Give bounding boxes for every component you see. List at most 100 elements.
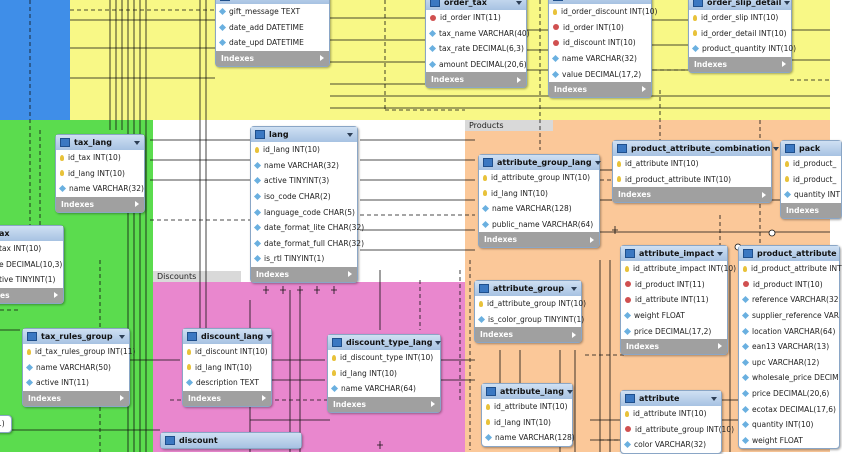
pack-table[interactable]: pack id_product_ id_product_ quantity IN… [780, 140, 842, 219]
chevron-down-icon[interactable] [711, 396, 717, 401]
indexes-section[interactable]: Indexes [183, 390, 271, 406]
chevron-down-icon[interactable] [784, 0, 791, 5]
attribute-impact-table[interactable]: attribute_impact id_attribute_impact INT… [620, 245, 736, 355]
column-label: id_tax INT(10) [68, 153, 121, 163]
attribute-table[interactable]: attribute id_attribute INT(10) id_attrib… [620, 390, 734, 454]
chevron-down-icon[interactable] [347, 132, 353, 137]
indexes-section[interactable]: es [0, 287, 63, 303]
table-header[interactable]: lang [251, 127, 357, 142]
table-header[interactable]: ax [0, 226, 63, 241]
table-header[interactable]: attribute_group_lang [479, 155, 601, 170]
indexes-section[interactable]: Indexes [781, 202, 841, 218]
indexes-section[interactable]: Indexes [23, 390, 129, 406]
partial-table[interactable]: 1) [0, 415, 12, 433]
indexes-section[interactable]: Indexes [549, 81, 651, 97]
chevron-down-icon[interactable] [773, 146, 780, 151]
table-column: id_attribute_impact INT(10) [621, 261, 736, 277]
indexes-section[interactable]: Indexes [475, 327, 581, 343]
indexes-label: Indexes [61, 199, 94, 209]
chevron-right-icon [262, 395, 266, 402]
attribute-group-lang-table[interactable]: attribute_group_lang id_attribute_group … [478, 154, 601, 249]
table-header[interactable]: product_attribute_combination [613, 141, 780, 156]
table-column: product_quantity INT(10) [689, 41, 796, 57]
chevron-down-icon[interactable] [594, 160, 601, 165]
column-diamond-icon [253, 239, 262, 247]
column-label: id_order INT(11) [440, 13, 501, 23]
table-header[interactable]: pack [781, 141, 841, 156]
table-header[interactable]: attribute [621, 391, 721, 406]
indexes-section[interactable]: Indexes [328, 396, 440, 412]
column-label: is_color_group TINYINT(1) [488, 314, 585, 324]
column-diamond-icon [691, 45, 700, 53]
indexes-section[interactable]: Indexes [479, 232, 599, 248]
chevron-right-icon [431, 401, 435, 408]
discount-table[interactable]: discount [160, 432, 302, 449]
column-label: name VARCHAR(50) [36, 362, 111, 372]
table-header[interactable]: discount [161, 433, 301, 448]
column-diamond-icon [484, 434, 493, 442]
table-header[interactable]: attribute_lang [482, 384, 573, 399]
column-label: name VARCHAR(128) [495, 433, 575, 443]
indexes-section[interactable]: Indexes [216, 50, 329, 66]
table-column: wholesale_price DECIM [739, 370, 839, 386]
table-column: date_upd DATETIME [216, 35, 329, 51]
table-header[interactable]: attribute_group [475, 281, 581, 296]
indexes-section[interactable]: Indexes [689, 56, 791, 72]
primary-key-icon [60, 170, 64, 177]
column-label: e DECIMAL(10,3) [0, 259, 63, 269]
tax-lang-table[interactable]: tax_lang id_tax INT(10) id_lang INT(10) … [55, 134, 145, 213]
tax-table[interactable]: ax tax INT(10) e DECIMAL(10,3) tive TINY… [0, 225, 64, 304]
table-column: id_tax INT(10) [56, 150, 144, 166]
chevron-down-icon[interactable] [566, 389, 573, 394]
table-header[interactable]: order_slip_detail [689, 0, 791, 10]
table-column: location VARCHAR(64) [739, 323, 839, 339]
column-diamond-icon [218, 39, 227, 47]
chevron-down-icon[interactable] [134, 140, 140, 145]
table-header[interactable]: tax_rules_group [23, 329, 129, 344]
chevron-right-icon [642, 86, 646, 93]
chevron-down-icon[interactable] [717, 251, 724, 256]
table-header[interactable]: attribute_impact [621, 246, 727, 261]
discount-lang-table[interactable]: discount_lang id_discount INT(10) id_lan… [182, 328, 273, 407]
chevron-down-icon[interactable] [516, 0, 522, 5]
indexes-section[interactable]: Indexes [56, 196, 144, 212]
column-diamond-icon [253, 193, 262, 201]
order-tax-table[interactable]: order_tax id_order INT(11) tax_name VARC… [425, 0, 530, 89]
attribute-group-table[interactable]: attribute_group id_attribute_group INT(1… [474, 280, 586, 344]
indexes-section[interactable]: Indexes [426, 72, 526, 88]
chevron-down-icon[interactable] [266, 334, 273, 339]
indexes-section[interactable]: Indexes [613, 187, 771, 203]
table-header[interactable] [216, 0, 329, 4]
column-diamond-icon [623, 327, 632, 335]
column-label: date_format_full CHAR(32) [264, 238, 364, 248]
column-label: product_quantity INT(10) [702, 44, 797, 54]
column-diamond-icon [783, 191, 792, 199]
table-header[interactable]: discount_lang [183, 329, 273, 344]
indexes-section[interactable]: Indexes [621, 338, 727, 354]
chevron-down-icon[interactable] [119, 334, 125, 339]
table-header[interactable]: product_attribute [739, 246, 839, 261]
table-column: color VARCHAR(32) [621, 437, 721, 453]
column-diamond-icon [551, 55, 560, 63]
table-header[interactable] [549, 0, 651, 4]
lang-table[interactable]: lang id_lang INT(10) name VARCHAR(32) ac… [250, 126, 364, 283]
order-message-table[interactable]: gift_message TEXT date_add DATETIME date… [215, 0, 330, 67]
table-header[interactable]: tax_lang [56, 135, 144, 150]
table-header[interactable]: discount_type_lang [328, 335, 442, 350]
discount-type-lang-table[interactable]: discount_type_lang id_discount_type INT(… [327, 334, 442, 413]
product-attribute-combination-table[interactable]: product_attribute_combination id_attribu… [612, 140, 780, 204]
table-icon [625, 249, 635, 258]
order-discount-table[interactable]: id_order_discount INT(10) id_order INT(1… [548, 0, 657, 98]
table-name: product_attribute_combination [631, 144, 771, 153]
column-diamond-icon [428, 45, 437, 53]
chevron-down-icon[interactable] [435, 340, 442, 345]
table-header[interactable]: order_tax [426, 0, 526, 10]
order-slip-detail-table[interactable]: order_slip_detail id_order_slip INT(10) … [688, 0, 796, 73]
tax-rules-group-table[interactable]: tax_rules_group id_tax_rules_group INT(1… [22, 328, 135, 407]
chevron-down-icon[interactable] [571, 286, 577, 291]
product-attribute-table[interactable]: product_attribute id_product_attribute I… [738, 245, 842, 450]
indexes-section[interactable]: Indexes [251, 266, 357, 282]
attribute-lang-table[interactable]: attribute_lang id_attribute INT(10) id_l… [481, 383, 575, 447]
table-icon [625, 394, 635, 403]
column-diamond-icon [218, 23, 227, 31]
